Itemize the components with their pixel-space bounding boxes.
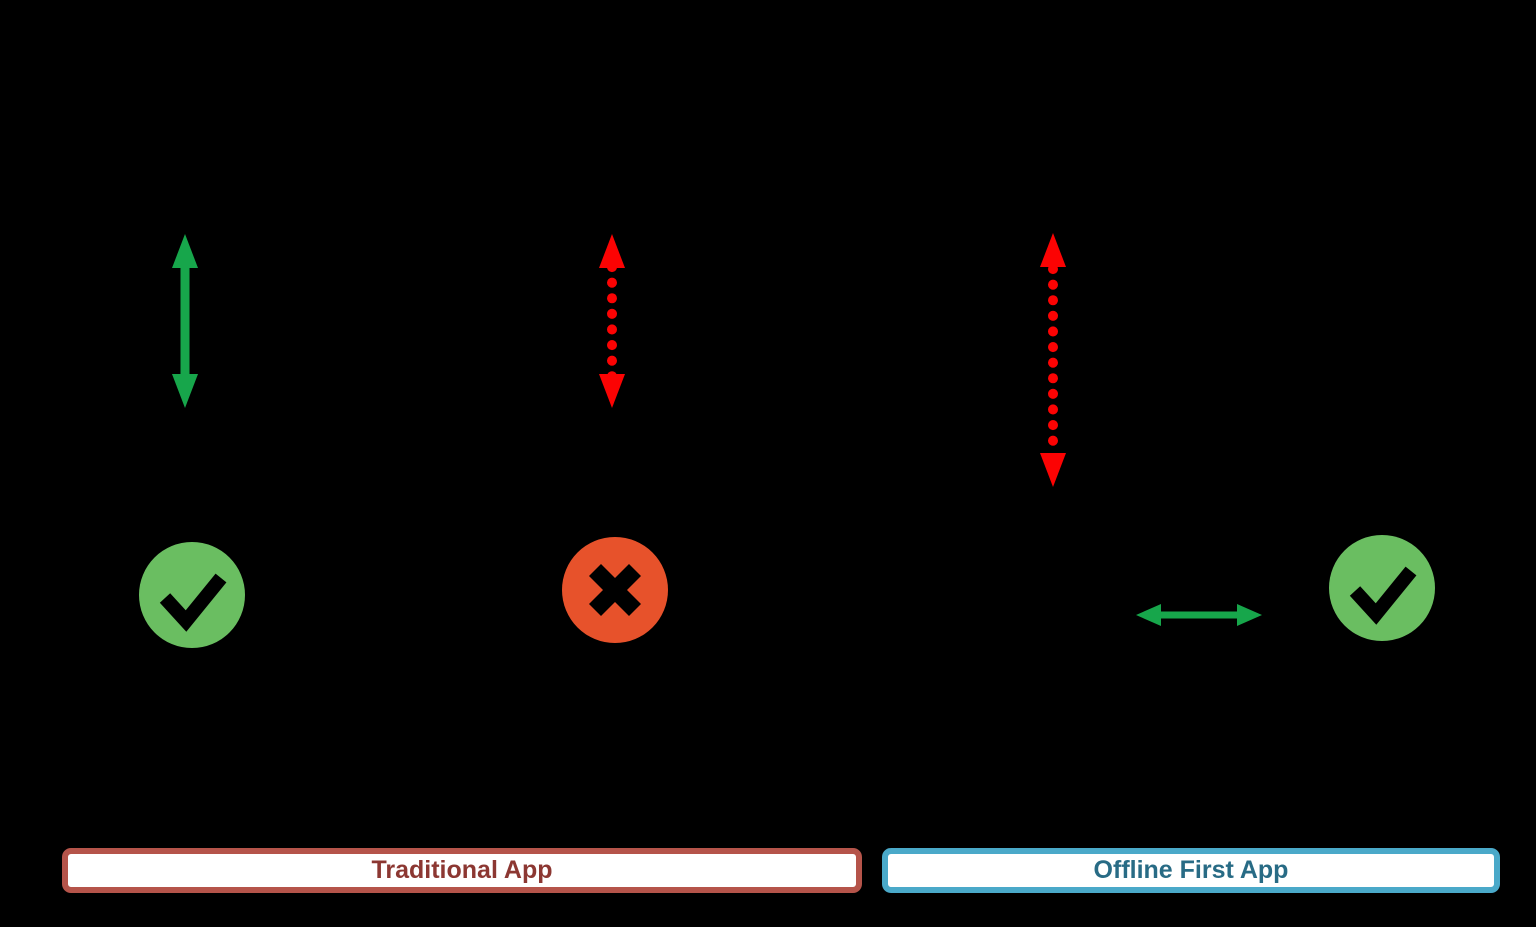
arrow-head-up <box>1040 233 1066 267</box>
online-connection-arrow-icon <box>172 234 198 408</box>
arrow-head-up <box>172 234 198 268</box>
local-sync-arrow-icon <box>1136 604 1262 626</box>
broken-connection-arrow-icon <box>599 234 625 408</box>
failure-cross-icon <box>562 537 668 643</box>
check-mark <box>159 573 227 632</box>
success-check-icon <box>1329 535 1435 641</box>
arrow-head-up <box>599 234 625 268</box>
status-circle <box>139 542 245 648</box>
status-circle <box>1329 535 1435 641</box>
success-check-icon <box>139 542 245 648</box>
offline-first-app-label: Offline First App <box>1093 856 1289 884</box>
traditional-app-label: Traditional App <box>371 856 553 884</box>
offline-first-app-label-box: Offline First App <box>882 848 1500 893</box>
cross-mark <box>588 563 642 617</box>
arrow-head-right <box>1237 604 1262 626</box>
arrow-head-left <box>1136 604 1161 626</box>
arrow-head-down <box>1040 453 1066 487</box>
traditional-app-label-box: Traditional App <box>62 848 862 893</box>
check-mark <box>1349 566 1417 625</box>
server-offline-arrow-icon <box>1040 233 1066 487</box>
arrow-head-down <box>172 374 198 408</box>
arrow-head-down <box>599 374 625 408</box>
